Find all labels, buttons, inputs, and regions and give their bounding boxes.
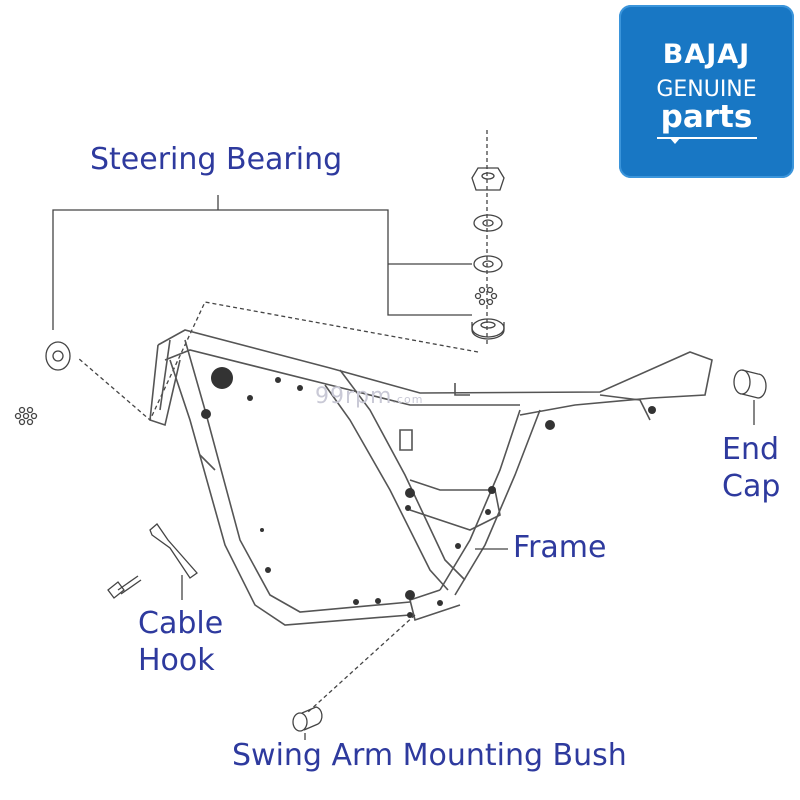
watermark: 99rpm.com [315, 384, 423, 409]
bearing-balls [14, 286, 498, 426]
end-cap-label: End Cap [722, 432, 780, 505]
logo-arrow-icon [669, 137, 681, 144]
steering-bearing-parts [45, 167, 505, 371]
cable-hook-label-line2: Hook [138, 642, 215, 678]
steering-axis [77, 130, 488, 422]
cable-hook-label-line1: Cable [138, 606, 224, 641]
swing-arm-axis [307, 614, 416, 713]
logo-brand: BAJAJ [662, 39, 751, 70]
bajaj-genuine-parts-logo: BAJAJ GENUINE parts [619, 5, 794, 178]
steering-bearing-label: Steering Bearing [90, 142, 343, 177]
frame-bolts [201, 367, 656, 618]
cable-hook-part [107, 523, 198, 600]
frame-label: Frame [513, 530, 607, 565]
logo-genuine: GENUINE [656, 77, 757, 102]
swing-arm-bush-part [292, 706, 323, 732]
swing-arm-label: Swing Arm Mounting Bush [232, 738, 627, 773]
end-cap-label-line2: Cap [722, 468, 781, 504]
steering-bearing-leader [52, 195, 472, 330]
cable-hook-label: Cable Hook [138, 606, 223, 679]
logo-underline [657, 137, 757, 139]
watermark-suffix: .com [392, 393, 424, 406]
end-cap-label-line1: End [722, 432, 780, 467]
frame-outline [149, 329, 713, 626]
watermark-main: 99rpm [315, 384, 393, 409]
end-cap-part [733, 369, 767, 399]
logo-parts: parts [660, 99, 753, 135]
